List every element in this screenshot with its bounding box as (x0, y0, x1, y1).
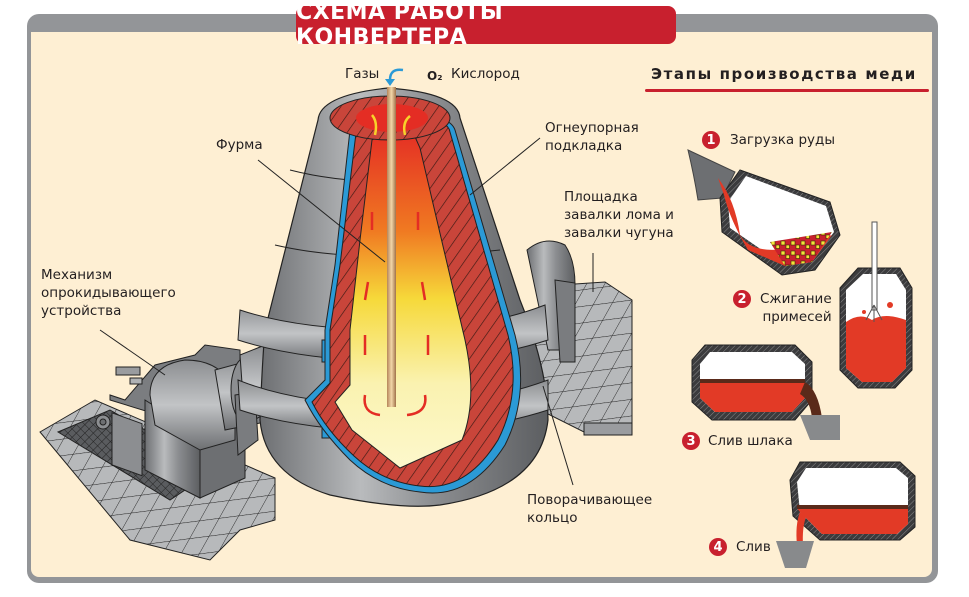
stage-2-number: 2 (733, 290, 751, 308)
stage-3-label: Слив шлака (708, 433, 793, 449)
stage-4-illustration (776, 461, 916, 568)
flow-arrows (363, 114, 430, 417)
stage-2-label-line1: Сжигание (760, 291, 832, 307)
label-oxygen-symbol: O₂ (427, 69, 443, 83)
stage-2-label-line2: примесей (762, 309, 832, 325)
label-trunnion-ring-line1: Поворачивающее (527, 492, 653, 508)
oxygen-arrow-icon (388, 68, 404, 81)
converter-cutaway (304, 95, 522, 494)
oxygen-lance (387, 87, 396, 407)
label-lance: Фурма (216, 137, 263, 153)
label-tilting-mechanism-line2: опрокидывающего (41, 285, 176, 301)
stage-2-illustration (839, 221, 913, 389)
stages-title-underline (645, 89, 929, 92)
label-oxygen: Кислород (451, 66, 520, 82)
label-tilting-mechanism-line1: Механизм (41, 267, 113, 283)
stage-1-illustration (687, 149, 841, 276)
stage-3-illustration (691, 344, 840, 440)
label-refractory-lining-line2: подкладка (545, 138, 623, 154)
label-trunnion-ring: Поворачивающее кольцо (527, 491, 652, 527)
stage-1-number: 1 (702, 131, 720, 149)
label-tilting-mechanism-line3: устройства (41, 303, 122, 319)
label-platform: Площадка завалки лома и завалки чугуна (564, 188, 674, 242)
stage-2-label: Сжигание примесей (760, 290, 832, 326)
label-platform-line1: Площадка (564, 189, 638, 205)
callout-lines (99, 137, 594, 486)
stage-4-label: Слив (736, 539, 771, 555)
stages-title: Этапы производства меди (651, 65, 917, 83)
label-refractory-lining-line1: Огнеупорная (545, 120, 639, 136)
diagram-title: СХЕМА РАБОТЫ КОНВЕРТЕРА (296, 0, 676, 50)
label-platform-line2: завалки лома и (564, 207, 674, 223)
stage-3-number: 3 (682, 432, 700, 450)
stage-4-number: 4 (709, 538, 727, 556)
stage-1-label: Загрузка руды (730, 132, 836, 148)
label-trunnion-ring-line2: кольцо (527, 510, 578, 526)
label-refractory-lining: Огнеупорная подкладка (545, 119, 639, 155)
label-tilting-mechanism: Механизм опрокидывающего устройства (41, 266, 176, 320)
label-gases: Газы (345, 66, 380, 82)
label-platform-line3: завалки чугуна (564, 225, 674, 241)
tilting-mechanism (95, 344, 276, 499)
